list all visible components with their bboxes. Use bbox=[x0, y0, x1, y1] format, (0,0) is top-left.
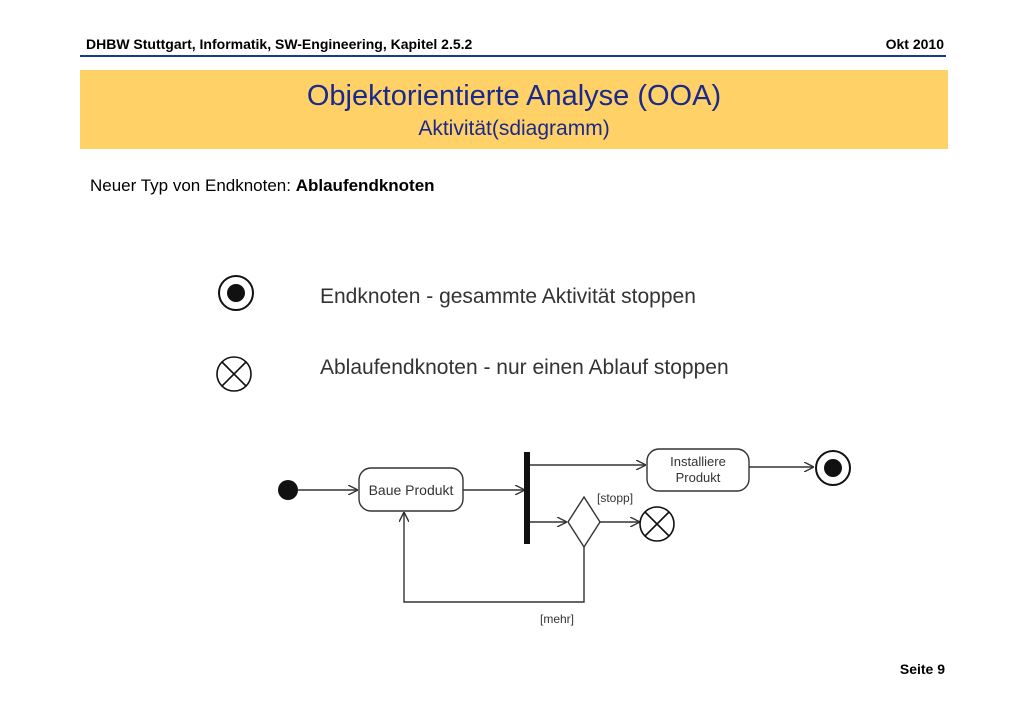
action-install-product bbox=[646, 448, 750, 492]
guard-stop: [stopp] bbox=[597, 491, 633, 505]
slide-subtitle: Aktivität(sdiagramm) bbox=[418, 117, 610, 140]
guard-more: [mehr] bbox=[540, 612, 574, 626]
intro-term: Ablaufendknoten bbox=[295, 176, 435, 195]
final-node bbox=[815, 450, 851, 486]
title-band: Objektorientierte Analyse (OOA) Aktivitä… bbox=[80, 70, 948, 149]
page-number: Seite 9 bbox=[899, 661, 945, 677]
fork-bar bbox=[524, 452, 530, 544]
flow-final-node bbox=[639, 506, 675, 542]
legend-final-node-label: Endknoten - gesammte Aktivität stoppen bbox=[320, 285, 696, 308]
action-install-label-line2: Produkt bbox=[676, 470, 721, 485]
action-install-label-line1: Installiere bbox=[670, 454, 726, 469]
initial-node bbox=[278, 480, 298, 500]
header-divider bbox=[80, 55, 946, 57]
legend-flow-final-node-icon bbox=[216, 356, 252, 392]
slide-header: DHBW Stuttgart, Informatik, SW-Engineeri… bbox=[80, 34, 946, 54]
header-date: Okt 2010 bbox=[885, 36, 944, 52]
action-build-product-label: Baue Produkt bbox=[369, 482, 454, 498]
header-course: DHBW Stuttgart, Informatik, SW-Engineeri… bbox=[86, 36, 473, 52]
decision-node bbox=[567, 495, 601, 549]
flow-decision-loop-back bbox=[404, 512, 585, 603]
slide-title: Objektorientierte Analyse (OOA) bbox=[306, 80, 722, 112]
legend-flow-final-node-label: Ablaufendknoten - nur einen Ablauf stopp… bbox=[320, 356, 729, 379]
legend-final-node-icon bbox=[218, 275, 254, 311]
intro-text: Neuer Typ von Endknoten: Ablaufendknoten bbox=[90, 176, 435, 196]
intro-prefix: Neuer Typ von Endknoten: bbox=[90, 176, 296, 195]
